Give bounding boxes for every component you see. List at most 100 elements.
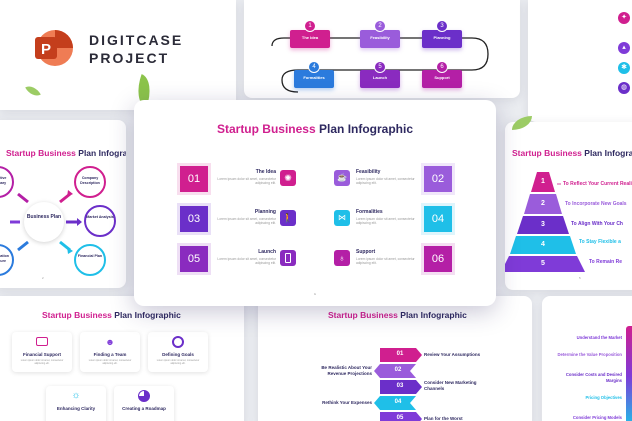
timeline-step-label: Planning (433, 35, 451, 40)
wallet-icon (36, 337, 48, 346)
list-item-text: Pricing Objectives (585, 395, 622, 400)
slide-title: Startup Business Plan Infographic (42, 310, 181, 320)
step-label: Launch (258, 249, 276, 255)
arrow-steps (374, 348, 422, 421)
step-number: 06 (431, 253, 445, 265)
timeline-step (294, 70, 334, 88)
connector-arrows (10, 190, 82, 254)
powerpoint-icon: P (31, 26, 75, 70)
node-label: Organization Structure (0, 254, 9, 263)
list-item-text: Determine the Value Proposition (557, 352, 622, 357)
business-plan-slide[interactable]: Startup Business Plan Infographic Busine… (0, 120, 126, 288)
center-node-label: Business Plan (26, 214, 62, 220)
timeline-step-label: Feasibility (370, 35, 390, 40)
step-desc: Lorem ipsum dolor sit amet, consectetur … (356, 257, 415, 265)
cup-icon: ☕ (334, 170, 350, 186)
timeline-step-num: 2 (374, 20, 386, 32)
step-number: 04 (431, 213, 445, 225)
step-desc: Lorem ipsum dolor sit amet, consectetur … (356, 217, 415, 225)
pyramid-level-num: 2 (541, 200, 545, 207)
step-num-box (180, 166, 208, 192)
svg-text:P: P (41, 41, 51, 58)
slide-title: Startup Business Plan Infogra (512, 148, 632, 158)
brand-name-line2: PROJECT (89, 50, 170, 66)
pyramid-level-text: To Incorporate New Goals (565, 201, 627, 207)
timeline-step-label: Support (434, 75, 450, 80)
pyramid-level-num: 1 (541, 178, 545, 185)
timeline-step-num: 3 (436, 20, 448, 32)
step-desc: Lorem ipsum dolor sit amet, consectetur … (217, 217, 276, 225)
idea-icon: ✱ (618, 62, 630, 74)
handshake-icon: ⋈ (334, 210, 350, 226)
card-label: Defining Goals (162, 352, 194, 357)
step-number: 03 (187, 213, 201, 225)
node-market-analysis (84, 205, 116, 237)
page-number: 5 (579, 276, 581, 280)
team-icon: ☻ (105, 337, 115, 347)
page-number: 1 (314, 292, 316, 296)
cards-slide[interactable]: Startup Business Plan Infographic Financ… (0, 296, 244, 421)
step-label: Planning (254, 209, 276, 215)
node-company-description (74, 166, 106, 198)
pyramid-level-text: To Align With Your Ch (571, 221, 623, 227)
sun-icon: ☼ (71, 390, 81, 401)
slide-title: Startup Business Plan Infographic (328, 310, 467, 320)
timeline-step (290, 30, 330, 48)
card-text: Lorem ipsum dolor sit amet, consectetur … (156, 359, 200, 365)
list-item-text: Consider Costs and Desired Margins (565, 372, 622, 383)
card (46, 386, 106, 421)
step-text: Plan for the Worst (424, 416, 463, 421)
brand-name-line1: DIGITCASE (89, 32, 184, 48)
node-label: Company Description (80, 176, 100, 185)
step-desc: Lorem ipsum dolor sit amet, consectetur … (356, 177, 415, 185)
step-num: 03 (396, 383, 404, 389)
timeline-slide[interactable]: 1 The Idea 2 Feasibility 3 Planning 4 Fo… (244, 0, 520, 98)
main-slide[interactable]: Startup Business Plan Infographic 01 The… (134, 100, 496, 306)
pyramid-level-text: To Reflect Your Current Reali (563, 181, 632, 187)
chart-icon: ▴ (618, 42, 630, 54)
accent-bar (626, 326, 632, 421)
step-text: Consider New Marketing Channels (424, 380, 477, 391)
slide-title: Startup Business Plan Infographic (6, 148, 126, 158)
card-label: Creating a Roadmap (122, 406, 166, 411)
step-label: Formalities (356, 209, 383, 215)
pyramid-level-text: To Stay Flexible a (579, 239, 621, 245)
card (80, 332, 140, 372)
center-node (24, 202, 64, 242)
step-num: 02 (394, 367, 402, 373)
lightbulb-icon: ♁ (334, 250, 350, 266)
timeline-step (422, 70, 462, 88)
step-desc: Lorem ipsum dolor sit amet, consectetur … (217, 257, 276, 265)
phone-icon (280, 250, 296, 266)
settings-icon: ✦ (618, 12, 630, 24)
step-text: Rethink Your Expenses (322, 400, 372, 405)
step-num-box (424, 206, 452, 232)
step-number: 02 (431, 173, 445, 185)
card (12, 332, 72, 372)
steps-slide[interactable]: Startup Business Plan Infographic 01 02 … (258, 296, 532, 421)
step-number: 01 (187, 173, 201, 185)
timeline-step-label: Formalities (303, 75, 325, 80)
node-label: Market Analysis (86, 215, 114, 219)
person-walk-icon: 🚶 (280, 210, 296, 226)
timeline-step (360, 70, 400, 88)
step-label: Feasibility (356, 169, 381, 175)
timeline-step (360, 30, 400, 48)
page-number: 2 (42, 276, 44, 280)
step-num: 05 (396, 415, 404, 421)
card-text: Lorem ipsum dolor sit amet, consectetur … (20, 359, 64, 365)
pie-icon (138, 390, 150, 402)
pyramid-slide[interactable]: Startup Business Plan Infogra 1 2 3 4 5 … (505, 122, 632, 290)
target-icon (172, 336, 184, 348)
step-text: Review Your Assumptions (424, 352, 481, 357)
main-title: Startup Business Plan Infographic (216, 122, 414, 136)
step-label: Support (356, 249, 376, 255)
node-label: Executive Summary (0, 176, 7, 185)
step-num: 04 (394, 399, 402, 405)
node-financial-plan (74, 244, 106, 276)
card-label: Enhancing Clarity (56, 406, 96, 411)
pricing-slide[interactable]: Understand the Market Determine the Valu… (542, 296, 632, 421)
timeline-step-num: 6 (436, 61, 448, 73)
timeline-step-label: The Idea (301, 35, 319, 40)
icons-slide[interactable]: ✦ ▴ ✱ ◍ (528, 0, 632, 122)
